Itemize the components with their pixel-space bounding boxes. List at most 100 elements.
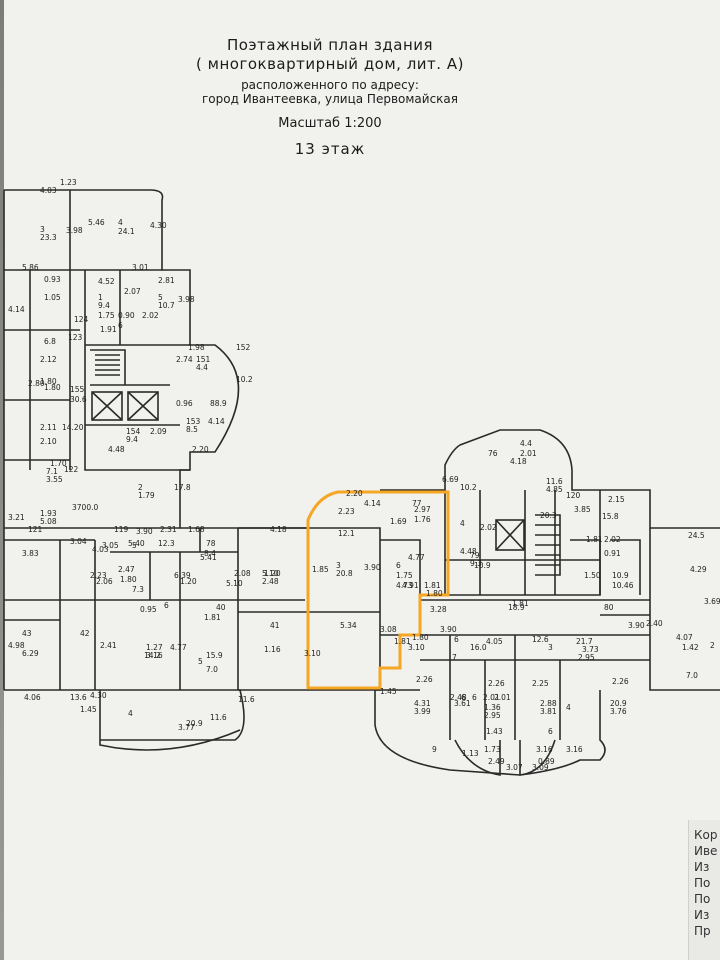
plan-label: 124	[74, 315, 89, 324]
plan-label: 14.20	[62, 423, 84, 432]
plan-label: 2.95	[484, 711, 501, 720]
plan-label: 6.39	[174, 571, 191, 580]
plan-label: 0.96	[176, 399, 193, 408]
plan-label: 3.90	[136, 527, 153, 536]
plan-label: 1.73	[484, 745, 501, 754]
plan-label: 1.76	[414, 515, 431, 524]
plan-label: 1.36	[484, 703, 501, 712]
plan-label: 4.18	[510, 457, 527, 466]
plan-label: 4.48	[108, 445, 125, 454]
plan-label: 2.11	[40, 423, 57, 432]
plan-label: 2.88	[540, 699, 557, 708]
plan-walls	[3, 189, 720, 776]
plan-label: 24.1	[118, 227, 135, 236]
plan-label: 1.75	[98, 311, 115, 320]
plan-label: 4.98	[8, 641, 25, 650]
plan-label: 4.14	[208, 417, 225, 426]
plan-label: 1.70	[50, 459, 67, 468]
plan-label: 12.1	[338, 529, 355, 538]
plan-label: 4.30	[90, 691, 107, 700]
plan-label: 6	[396, 561, 401, 570]
plan-label: 2.23	[90, 571, 107, 580]
plan-label: 1.75	[396, 571, 413, 580]
plan-label: 2	[138, 483, 143, 492]
plan-label: 4	[118, 218, 123, 227]
plan-label: 3.61	[454, 699, 471, 708]
plan-label: 14.2	[144, 651, 161, 660]
plan-label: 2.97	[414, 505, 431, 514]
doc-subtitle: ( многоквартирный дом, лит. А)	[196, 55, 464, 73]
plan-label: 4.48	[460, 547, 477, 556]
plan-label: 10.7	[158, 301, 175, 310]
plan-label: 9.3	[470, 559, 482, 568]
plan-label: 3.04	[70, 537, 87, 546]
plan-label: 3.83	[22, 549, 39, 558]
plan-label: 80	[604, 603, 614, 612]
plan-label: 18.9	[508, 603, 525, 612]
plan-label: 10.46	[612, 581, 634, 590]
plan-label: 121	[28, 525, 43, 534]
plan-label: 5.10	[262, 569, 279, 578]
plan-label: 2.06	[96, 577, 113, 586]
plan-label: 2.02	[480, 523, 497, 532]
plan-label: 6.29	[22, 649, 39, 658]
highlighted-apartment	[306, 490, 450, 690]
plan-label: 3.21	[8, 513, 25, 522]
plan-label: 3.08	[380, 625, 397, 634]
address-value: город Ивантеевка, улица Первомайская	[202, 92, 458, 106]
plan-label: 122	[64, 465, 79, 474]
plan-label: 20.8	[336, 569, 353, 578]
plan-label: 5.46	[88, 218, 105, 227]
plan-label: 151	[196, 355, 211, 364]
plan-label: 1.13	[462, 749, 479, 758]
plan-label: 3.16	[566, 745, 583, 754]
plan-label: 0.90	[118, 311, 135, 320]
plan-label: 2.49	[488, 757, 505, 766]
plan-label: 4.77	[170, 643, 187, 652]
plan-label: 2	[710, 641, 715, 650]
plan-label: 6	[472, 693, 477, 702]
plan-label: 4.07	[676, 633, 693, 642]
plan-label: 1.80	[40, 377, 57, 386]
plan-label: 1.42	[682, 643, 699, 652]
plan-label: 10.9	[474, 561, 491, 570]
plan-label: 3700.0	[72, 503, 98, 512]
plan-label: 4	[128, 709, 133, 718]
plan-label: 3.98	[66, 226, 83, 235]
plan-label: 1.80	[120, 575, 137, 584]
plan-label: 0.89	[538, 757, 555, 766]
plan-label: 154	[126, 427, 141, 436]
plan-label: 120	[566, 491, 581, 500]
plan-label: 1	[98, 293, 103, 302]
side-note-line: Из	[694, 908, 710, 922]
plan-label: 8.5	[186, 425, 198, 434]
plan-label: 5.86	[22, 263, 39, 272]
plan-label: 21.7	[576, 637, 593, 646]
address-label: расположенного по адресу:	[241, 78, 419, 92]
plan-label: 2.20	[192, 445, 209, 454]
plan-label: 2.02	[142, 311, 159, 320]
plan-label: 4.91	[402, 581, 419, 590]
plan-label: 4.18	[270, 525, 287, 534]
plan-label: 20.3	[540, 511, 557, 520]
plan-label: 11.6	[210, 713, 227, 722]
plan-label: 2.01	[494, 693, 511, 702]
plan-label: 1.81	[424, 581, 441, 590]
plan-label: 20.9	[610, 699, 627, 708]
plan-label: 1.79	[138, 491, 155, 500]
plan-label: 12.3	[158, 539, 175, 548]
plan-label: 119	[114, 525, 129, 534]
plan-label: 2.40	[646, 619, 663, 628]
plan-label: 15.9	[206, 651, 223, 660]
plan-label: 1.91	[100, 325, 117, 334]
plan-label: 2.81	[158, 276, 175, 285]
plan-label: 16.0	[470, 643, 487, 652]
plan-label: 3.16	[146, 651, 163, 660]
plan-label: 2.07	[124, 287, 141, 296]
plan-label: 3.10	[304, 649, 321, 658]
plan-label: 7.0	[206, 665, 218, 674]
plan-label: 2.08	[234, 569, 251, 578]
plan-label: 17.8	[174, 483, 191, 492]
